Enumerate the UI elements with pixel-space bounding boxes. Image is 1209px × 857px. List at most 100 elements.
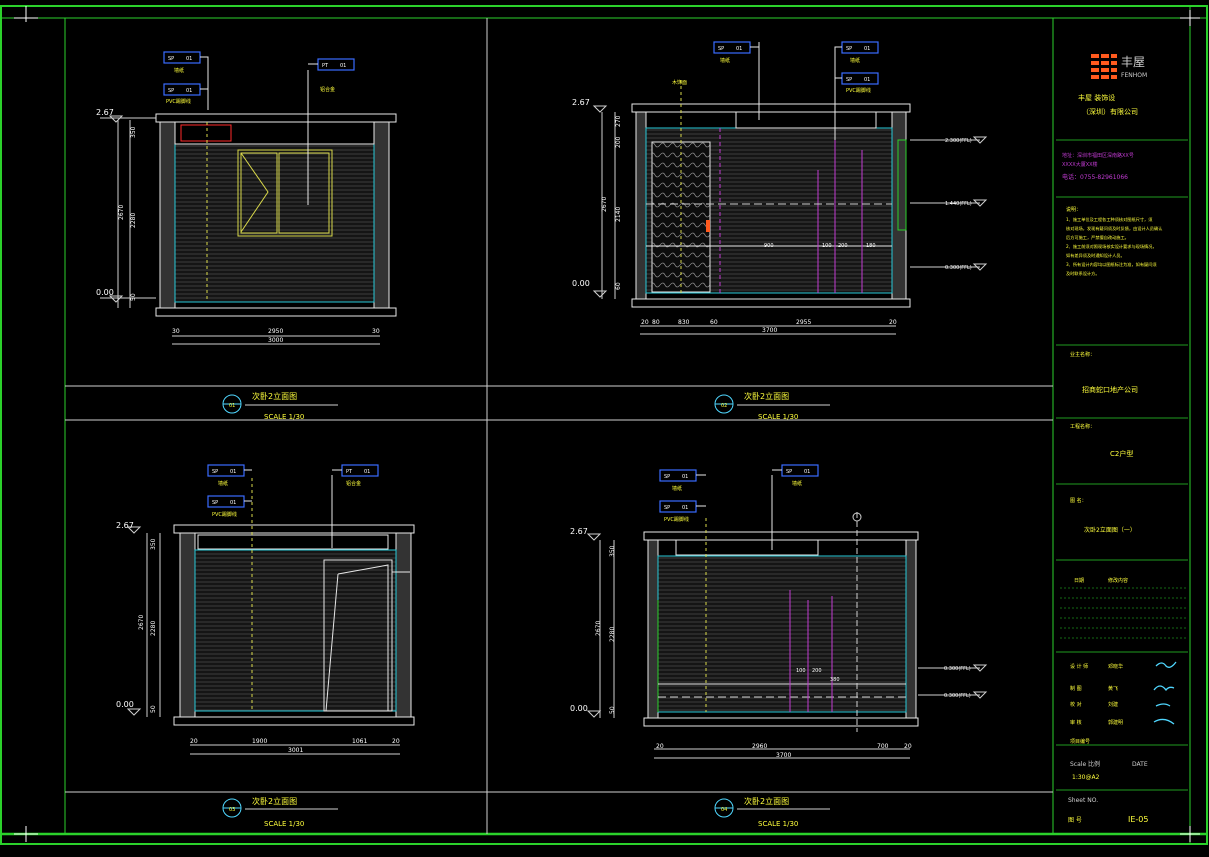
v01-note2: PVC踢脚线 xyxy=(166,98,191,105)
elevation-04-dims xyxy=(599,540,980,759)
v01-hdim-1: 30 xyxy=(172,328,180,335)
v03-level-bottom: 0.00 xyxy=(116,700,134,709)
v01-note3: 铝合金 xyxy=(320,86,335,93)
elevation-01-dims xyxy=(100,117,380,345)
v01-tag3: PT xyxy=(322,63,329,69)
role-2: 制 图 xyxy=(1070,685,1082,692)
v01-scale: SCALE 1/30 xyxy=(264,413,304,421)
role-3-name: 刘建 xyxy=(1108,701,1118,708)
v04-title: 次卧2立面图 xyxy=(744,796,789,806)
v04-vdim-2: 2670 xyxy=(595,621,602,636)
v03-tag1-no: 01 xyxy=(230,469,236,475)
rev-date-header: 日期 xyxy=(1074,578,1084,584)
v01-hdim-2: 2950 xyxy=(268,328,283,335)
title-block: 丰屋 FENHOM 丰屋 装饰设 （深圳）有限公司 地址：深圳市福田区深南路XX… xyxy=(1062,55,1163,824)
v04-bubble-no: 04 xyxy=(721,807,727,813)
texts: 2.67 0.00 350 2670 2280 50 30 2950 30 30… xyxy=(96,46,972,828)
title-block-lines xyxy=(1056,139,1188,791)
v01-vdim-3: 2280 xyxy=(130,213,137,228)
v02-vdim-1: 270 xyxy=(615,115,622,127)
tag-leaders xyxy=(200,46,842,507)
sheet-ticks xyxy=(14,6,1200,842)
view-title-markers xyxy=(222,394,734,818)
elevation-03 xyxy=(173,475,415,726)
v02-idim-1: 900 xyxy=(764,243,774,249)
v04-idim-3: 380 xyxy=(830,677,840,683)
v03-bubble-no: 03 xyxy=(229,807,235,813)
v01-tag2: SP xyxy=(168,88,174,94)
v04-lvl-2: 0.300(FFL) xyxy=(944,693,971,699)
v03-vdim-1: 350 xyxy=(150,538,157,550)
v04-tag2: SP xyxy=(786,469,792,475)
v02-tag1-no: 01 xyxy=(736,46,742,52)
drawing-label: 图 名： xyxy=(1070,497,1087,504)
role-4: 审 核 xyxy=(1070,719,1082,726)
v04-note3: PVC踢脚线 xyxy=(664,516,689,523)
v02-hdim-5: 2955 xyxy=(796,319,811,326)
note-3: 后方可施工，严禁擅自改动施工。 xyxy=(1066,234,1129,241)
v04-tag3-no: 01 xyxy=(682,505,688,511)
v02-hdim-6: 20 xyxy=(889,319,897,326)
sheet-label: Sheet NO. xyxy=(1068,797,1098,804)
logo-en: FENHOM xyxy=(1121,72,1147,79)
v04-level-bottom: 0.00 xyxy=(570,704,588,713)
scale-value: 1:30@A2 xyxy=(1072,774,1100,781)
v04-tag1: SP xyxy=(664,474,670,480)
v01-level-bottom: 0.00 xyxy=(96,288,114,297)
panel-grid xyxy=(65,18,1053,834)
v02-hdim-2: 80 xyxy=(652,319,660,326)
stamp-label: 项目编号 xyxy=(1070,738,1090,745)
phone: 电话：0755-82961066 xyxy=(1062,173,1128,181)
v04-vdim-3: 2280 xyxy=(609,627,616,642)
v02-hdim-1: 20 xyxy=(641,319,649,326)
v02-htotal: 3700 xyxy=(762,327,777,334)
v01-bubble-no: 01 xyxy=(229,403,235,409)
sheet-no: IE-05 xyxy=(1128,815,1148,824)
v03-hdim-2: 1900 xyxy=(252,738,267,745)
v01-tag2-no: 01 xyxy=(186,88,192,94)
v02-idim-4: 180 xyxy=(866,243,876,249)
v03-note1: 墙纸 xyxy=(218,480,228,487)
v02-level-top: 2.67 xyxy=(572,98,590,107)
v03-tag2-no: 01 xyxy=(364,469,370,475)
v02-hdim-4: 60 xyxy=(710,319,718,326)
v03-vdim-2: 2670 xyxy=(138,615,145,630)
v01-vdim-2: 2670 xyxy=(118,205,125,220)
v02-lvl-2: 1.440(FFL) xyxy=(945,201,972,207)
v02-title: 次卧2立面图 xyxy=(744,391,789,401)
v03-tag2: PT xyxy=(346,469,353,475)
elevation-02-dims xyxy=(601,112,980,335)
logo-cn: 丰屋 xyxy=(1121,55,1145,69)
v02-note3: PVC踢脚线 xyxy=(846,87,871,94)
v04-idim-2: 200 xyxy=(812,668,822,674)
v02-idim-2: 100 xyxy=(822,243,832,249)
v04-lvl-1: 0.300(FFL) xyxy=(944,666,971,672)
v02-tag3: SP xyxy=(846,77,852,83)
v04-note1: 墙纸 xyxy=(672,485,682,492)
v03-note3: PVC踢脚线 xyxy=(212,511,237,518)
v02-level-bottom: 0.00 xyxy=(572,279,590,288)
elevation-04 xyxy=(643,475,919,732)
v04-hdim-1: 20 xyxy=(656,743,664,750)
elevation-01 xyxy=(155,70,397,317)
note-5: 如有差异须及时通知设计人员。 xyxy=(1066,252,1125,259)
v02-note2: 墙纸 xyxy=(850,57,860,64)
v02-vdim-4: 2140 xyxy=(615,207,622,222)
elevation-02 xyxy=(631,42,911,308)
address-line2: XXXX大厦XX楼 xyxy=(1062,161,1098,168)
v01-title: 次卧2立面图 xyxy=(252,391,297,401)
client-name: 招商蛇口地产公司 xyxy=(1082,385,1138,394)
v04-hdim-4: 20 xyxy=(904,743,912,750)
company-line2: （深圳）有限公司 xyxy=(1082,107,1138,116)
v03-title: 次卧2立面图 xyxy=(252,796,297,806)
view-title-underlines xyxy=(245,404,830,810)
v03-level-top: 2.67 xyxy=(116,521,134,530)
role-4-name: 郭建明 xyxy=(1108,719,1123,726)
v03-hdim-3: 1061 xyxy=(352,738,367,745)
logo-mark xyxy=(1091,54,1117,79)
v02-tag3-no: 01 xyxy=(864,77,870,83)
v04-vdim-1: 350 xyxy=(609,545,616,557)
v02-vdim-5: 60 xyxy=(615,282,622,290)
v03-hdim-1: 20 xyxy=(190,738,198,745)
